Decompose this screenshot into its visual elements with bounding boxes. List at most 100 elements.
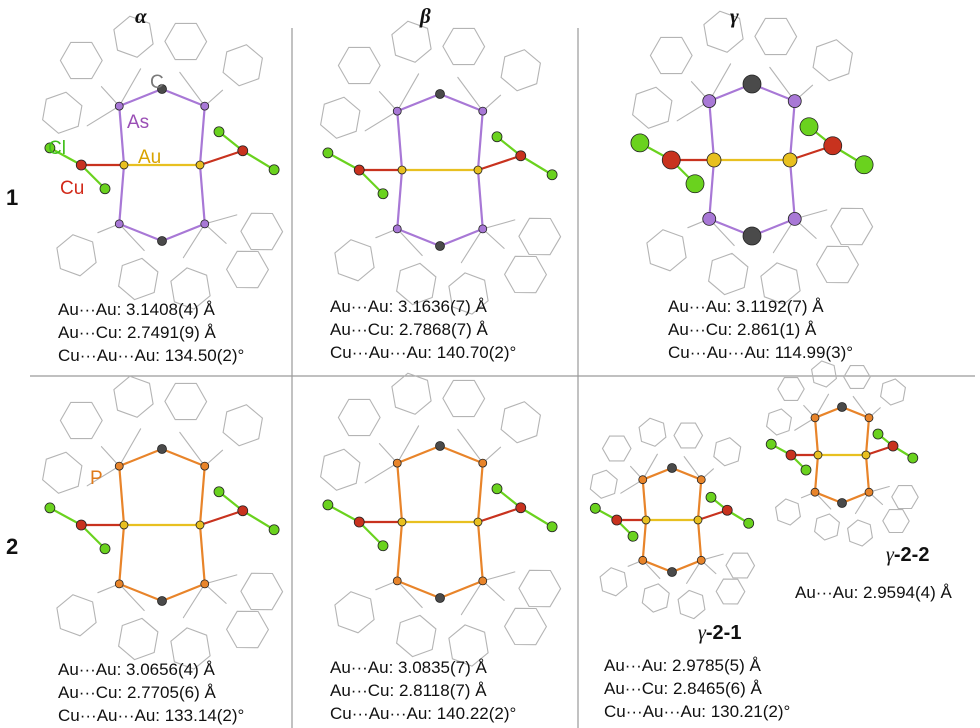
phenyl-ring (713, 437, 742, 467)
bond (364, 462, 398, 484)
bond (396, 425, 420, 464)
atom (661, 150, 681, 170)
bond (457, 76, 484, 112)
bond (696, 478, 703, 522)
atom (392, 576, 402, 586)
bond (80, 163, 107, 190)
measurements-gamma-2-2: Au···Au: 2.9594(4) Å (795, 581, 952, 604)
phenyl-ring (843, 365, 871, 389)
atom (195, 520, 205, 530)
bond (769, 66, 796, 102)
phenyl-ring (396, 262, 437, 306)
bond (396, 444, 442, 465)
bond (708, 158, 716, 220)
phenyl-ring (222, 44, 263, 87)
measurement-line: Cu···Au···Au: 140.70(2)° (330, 343, 517, 362)
bond (476, 462, 484, 524)
atom (800, 464, 812, 476)
atom (75, 159, 87, 171)
bond (198, 163, 206, 225)
phenyl-ring (725, 552, 756, 579)
molecule-gamma-2-1 (589, 417, 756, 620)
atom (702, 211, 717, 226)
measurements-gamma-2-1: Au···Au: 2.9785(5) Å Au···Cu: 2.8465(6) … (604, 654, 790, 723)
atom (392, 106, 402, 116)
atom (837, 402, 847, 412)
measurement-line: Au···Cu: 2.7868(7) Å (330, 320, 488, 339)
bond (519, 506, 554, 528)
atom (268, 524, 280, 536)
atom (478, 106, 488, 116)
bond (852, 395, 870, 419)
atom (611, 514, 623, 526)
phenyl-ring (882, 508, 910, 534)
bond (476, 520, 484, 583)
phenyl-ring (113, 375, 154, 418)
phenyl-ring (589, 469, 618, 499)
atom (515, 150, 527, 162)
atom (515, 502, 527, 514)
bond (396, 168, 404, 230)
phenyl-ring (649, 36, 693, 75)
atom (782, 152, 798, 168)
atom (742, 226, 762, 246)
bond (160, 222, 206, 243)
bond (814, 393, 830, 419)
atom (392, 458, 402, 468)
phenyl-ring (766, 408, 792, 436)
phenyl-ring (334, 239, 375, 282)
atom (743, 517, 755, 529)
phenyl-ring (334, 591, 375, 634)
phenyl-ring (847, 519, 873, 547)
bond (396, 580, 423, 609)
phenyl-ring (391, 372, 432, 415)
phenyl-ring (56, 234, 97, 277)
atom (799, 117, 819, 137)
bond (118, 87, 164, 108)
atom-label-p: P (90, 468, 103, 489)
label-number: -2-2 (893, 544, 930, 566)
bond (118, 104, 126, 167)
atom (887, 440, 899, 452)
atom (854, 155, 874, 175)
atom (353, 516, 365, 528)
phenyl-ring (673, 422, 704, 449)
atom (813, 450, 823, 460)
bond (641, 478, 648, 522)
label-greek: γ (886, 544, 894, 566)
bond (204, 214, 238, 225)
measurement-line: Au···Au: 3.0656(4) Å (58, 660, 215, 679)
phenyl-ring (814, 513, 840, 541)
atom-label-au: Au (138, 147, 162, 168)
phenyl-ring (708, 252, 749, 296)
atom (119, 160, 129, 170)
atom (200, 101, 210, 111)
phenyl-ring (391, 20, 432, 63)
measurement-line: Cu···Au···Au: 114.99(3)° (668, 343, 854, 362)
bond (670, 559, 703, 574)
measurement-line: Au···Cu: 2.8465(6) Å (604, 679, 762, 698)
atom-label-c: C (150, 72, 164, 93)
atom (200, 461, 210, 471)
bond (179, 431, 206, 467)
atom (696, 555, 706, 565)
bond (476, 506, 522, 524)
atom (392, 224, 402, 234)
atom (810, 413, 820, 423)
bond (358, 520, 385, 547)
measurement-line: Au···Cu: 2.861(1) Å (668, 320, 817, 339)
phenyl-ring (337, 398, 381, 437)
phenyl-ring (760, 262, 801, 305)
bond (182, 583, 206, 619)
bond (396, 579, 442, 600)
phenyl-ring (815, 245, 860, 284)
atom (377, 540, 389, 552)
atom (114, 579, 124, 589)
bond (198, 509, 244, 527)
atom (864, 413, 874, 423)
label-gamma-2-1: γ-2-1 (698, 622, 741, 645)
measurement-line: Au···Cu: 2.7705(6) Å (58, 683, 216, 702)
bond (198, 104, 206, 167)
bond (396, 73, 420, 112)
bond (438, 227, 484, 248)
